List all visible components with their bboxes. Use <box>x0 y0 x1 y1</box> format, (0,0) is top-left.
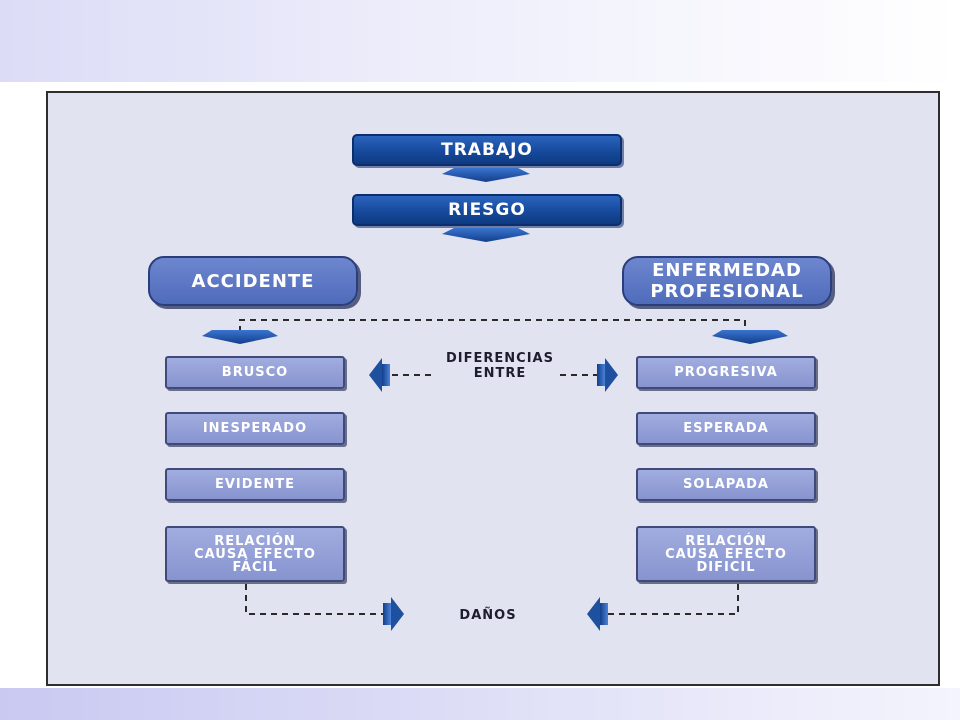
right-item-relacion-dificil: RELACIÓN CAUSA EFECTO DIFICIL <box>636 526 816 582</box>
left-item-inesperado: INESPERADO <box>165 412 345 445</box>
enfermedad-label-line2: PROFESIONAL <box>650 281 804 302</box>
trabajo-box: TRABAJO <box>352 134 622 166</box>
riesgo-label: RIESGO <box>448 200 526 220</box>
diferencias-line1: DIFERENCIAS <box>446 351 554 366</box>
down-arrow-riesgo <box>442 228 530 242</box>
enfermedad-profesional-header: ENFERMEDAD PROFESIONAL <box>622 256 832 306</box>
right-item-progresiva: PROGRESIVA <box>636 356 816 389</box>
diferencias-entre-label: DIFERENCIAS ENTRE <box>420 351 580 381</box>
riesgo-box: RIESGO <box>352 194 622 226</box>
right-item-esperada: ESPERADA <box>636 412 816 445</box>
left-item-brusco: BRUSCO <box>165 356 345 389</box>
left-item-relacion-facil: RELACIÓN CAUSA EFECTO FÁCIL <box>165 526 345 582</box>
down-arrow-left-column <box>202 330 278 344</box>
right-damage-dashed-line <box>607 584 739 615</box>
left-arrow-diferencias <box>369 358 382 392</box>
left-damage-dashed-line <box>245 584 384 615</box>
diferencias-line2: ENTRE <box>473 366 527 381</box>
down-arrow-right-column <box>712 330 788 344</box>
danos-label: DAÑOS <box>459 608 517 623</box>
slide-top-band <box>0 0 960 82</box>
left-arrow-danos <box>587 597 600 631</box>
accidente-label: ACCIDENTE <box>191 270 315 292</box>
right-arrow-danos <box>391 597 404 631</box>
right-item-solapada: SOLAPADA <box>636 468 816 501</box>
down-arrow-trabajo <box>442 168 530 182</box>
trabajo-label: TRABAJO <box>441 140 533 160</box>
left-item-evidente: EVIDENTE <box>165 468 345 501</box>
accidente-header: ACCIDENTE <box>148 256 358 306</box>
branch-dashed-line <box>239 319 746 332</box>
enfermedad-label-line1: ENFERMEDAD <box>652 260 802 281</box>
slide-bottom-band <box>0 688 960 720</box>
right-arrow-diferencias <box>605 358 618 392</box>
